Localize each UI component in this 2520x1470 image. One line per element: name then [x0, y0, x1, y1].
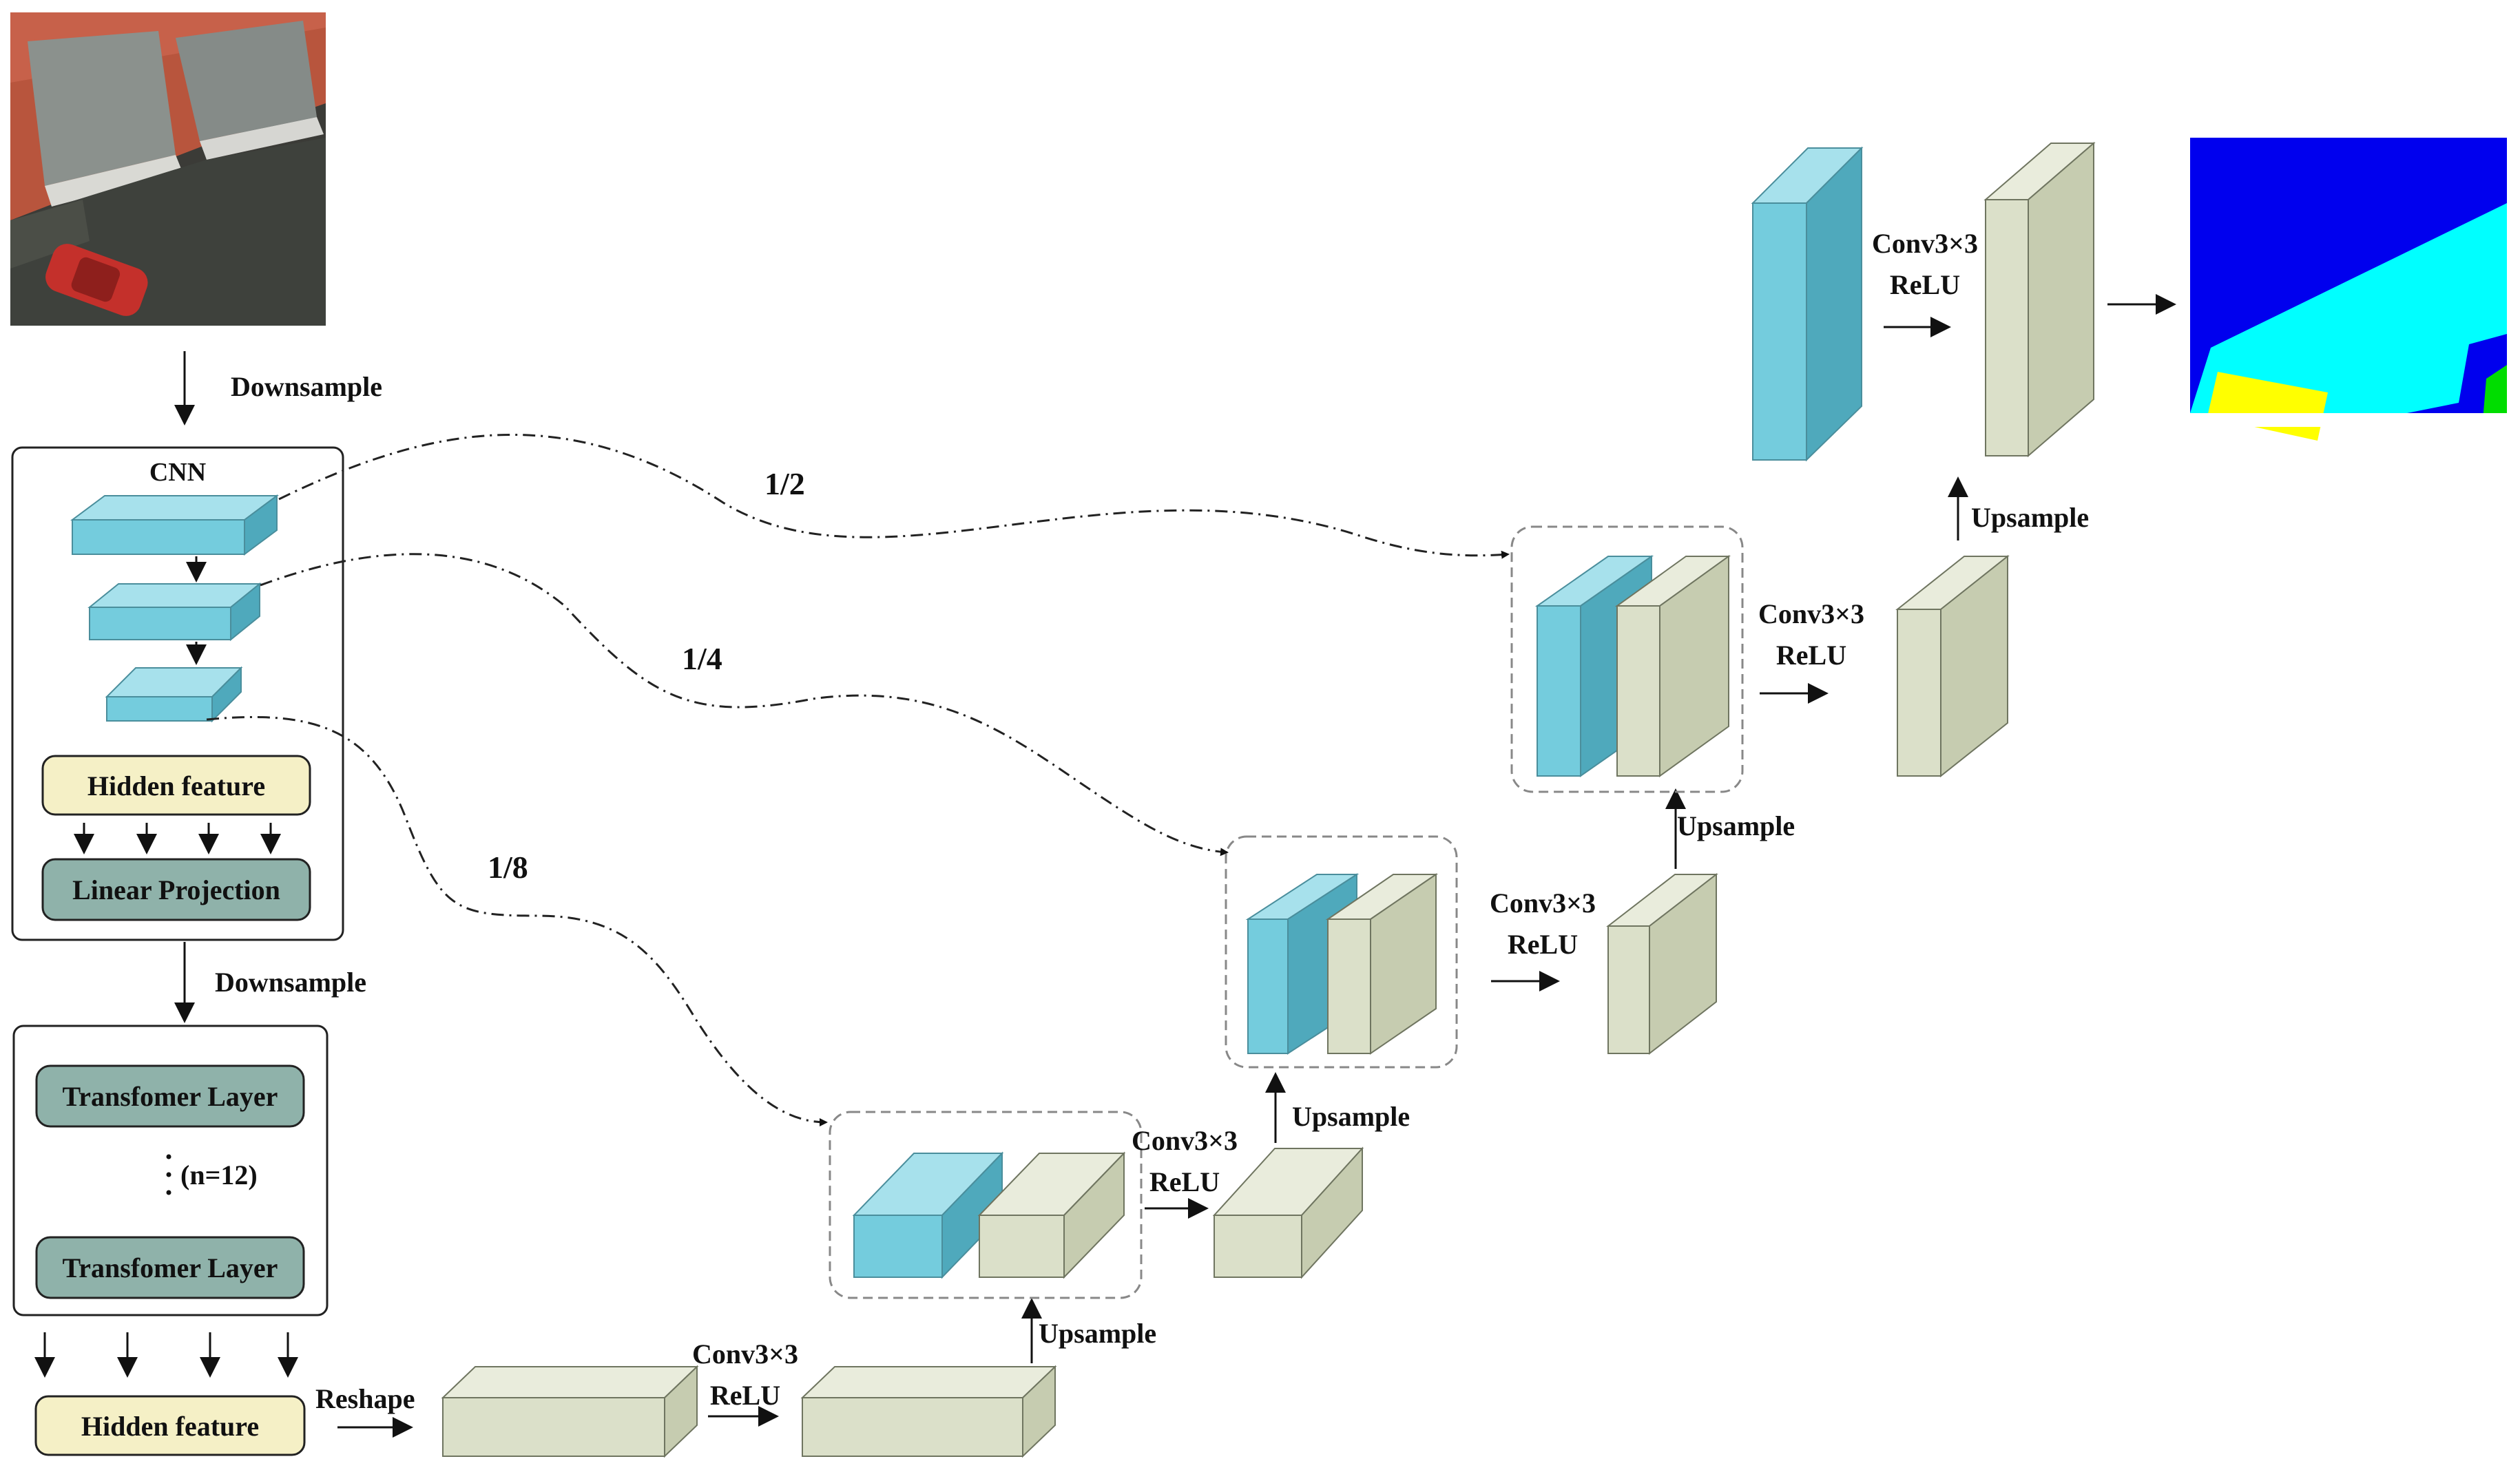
decoder-feature-e — [1895, 554, 2010, 778]
relu-label-c: ReLU — [1508, 929, 1578, 960]
transformer-layer-box-1 — [35, 1064, 305, 1128]
cnn-feature-3 — [105, 666, 243, 723]
projection-arrows — [74, 823, 281, 854]
top-decoder-feature — [1983, 141, 2096, 458]
top-skip-feature — [1751, 146, 1864, 462]
hidden-feature-box-1 — [41, 755, 311, 816]
relu-label-d: ReLU — [1776, 640, 1846, 671]
decoder-feature-a — [441, 1365, 699, 1458]
transformer-layer-label-2: Transfomer Layer — [63, 1252, 278, 1283]
ellipsis-dots — [166, 1154, 171, 1195]
transformer-block — [12, 1025, 329, 1316]
hidden-feature-label-2: Hidden feature — [81, 1411, 259, 1442]
decoder-feature-b — [800, 1365, 1057, 1458]
segmentation-output — [2190, 138, 2507, 441]
relu-label-a: ReLU — [710, 1380, 780, 1411]
concat-group-half — [1510, 525, 1744, 793]
hidden-feature-label-1: Hidden feature — [87, 770, 265, 801]
decoder-concat-feature-half — [1614, 555, 1731, 777]
skip-label-eighth: 1/8 — [488, 850, 528, 885]
transformer-layer-label-1: Transfomer Layer — [63, 1081, 278, 1112]
cnn-feature-2 — [87, 582, 262, 642]
conv-label-e: Conv3×3 — [1872, 228, 1978, 259]
skip-connection-half — [278, 434, 1510, 559]
upsample-label-a: Upsample — [1039, 1318, 1156, 1349]
conv-label-d: Conv3×3 — [1758, 598, 1864, 629]
relu-label-b: ReLU — [1149, 1166, 1220, 1197]
upsample-label-d: Upsample — [1971, 502, 2089, 533]
upsample-label-c: Upsample — [1677, 810, 1795, 841]
cnn-feature-1 — [70, 494, 280, 556]
decoder-concat-feature-quarter — [1325, 873, 1439, 1055]
skip-connection-quarter — [260, 553, 1229, 857]
conv-label-c: Conv3×3 — [1490, 888, 1596, 918]
concat-group-eighth — [829, 1111, 1143, 1299]
cnn-block — [11, 446, 344, 941]
downsample-label-2: Downsample — [215, 967, 366, 998]
decoder-concat-feature-eighth — [977, 1151, 1126, 1279]
hidden-feature-box-2 — [34, 1395, 306, 1456]
upsample-label-b: Upsample — [1292, 1101, 1410, 1132]
linear-projection-box — [41, 858, 311, 921]
concat-group-quarter — [1225, 835, 1458, 1069]
linear-projection-label: Linear Projection — [72, 874, 280, 905]
n-layers-label: (n=12) — [180, 1159, 258, 1190]
skip-feature-eighth — [852, 1151, 1004, 1279]
transformer-output-arrows — [34, 1332, 298, 1378]
reshape-label: Reshape — [315, 1383, 415, 1414]
input-aerial-image — [10, 12, 326, 326]
cnn-label: CNN — [149, 458, 206, 487]
relu-label-e: ReLU — [1890, 269, 1960, 300]
skip-label-half: 1/2 — [764, 466, 805, 501]
skip-connection-eighth — [206, 715, 828, 1126]
decoder-feature-c — [1212, 1146, 1364, 1279]
downsample-label-1: Downsample — [231, 371, 382, 402]
transformer-layer-box-2 — [35, 1236, 305, 1299]
conv-label-a: Conv3×3 — [692, 1338, 798, 1369]
decoder-feature-d — [1606, 872, 1718, 1056]
conv-label-b: Conv3×3 — [1132, 1125, 1238, 1156]
skip-label-quarter: 1/4 — [682, 641, 722, 676]
